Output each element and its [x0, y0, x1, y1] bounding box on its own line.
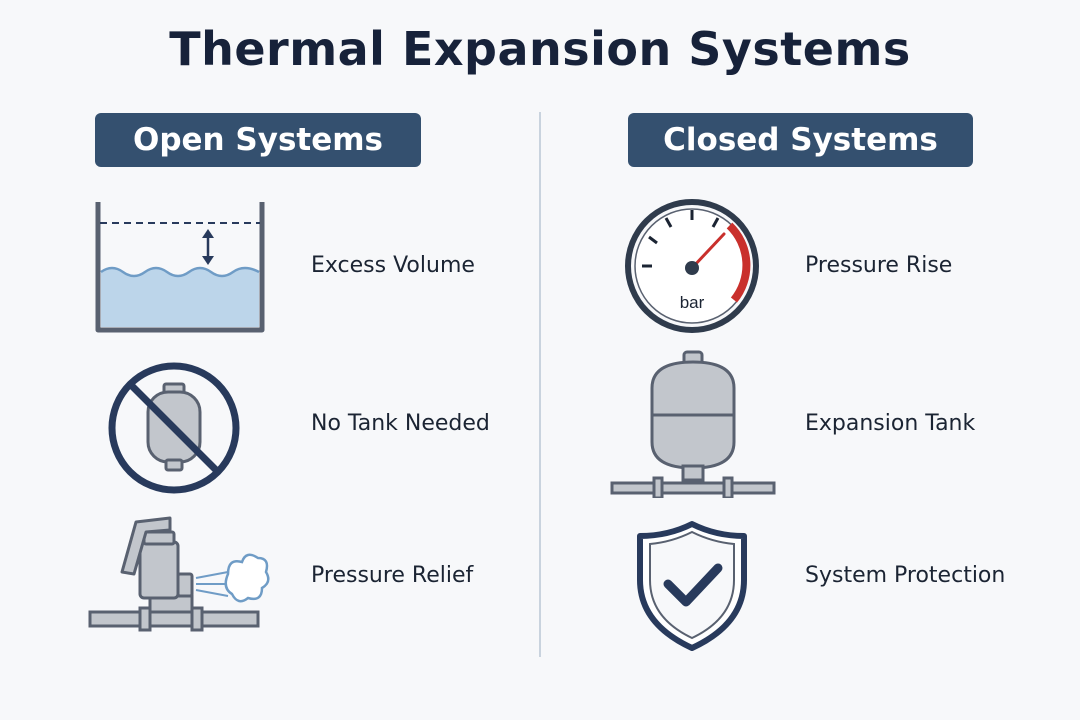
- closed-systems-heading: Closed Systems: [663, 122, 938, 158]
- page-title: Thermal Expansion Systems: [169, 22, 911, 76]
- system-protection-label: System Protection: [805, 563, 1006, 588]
- closed-systems-header: Closed Systems: [628, 113, 973, 167]
- open-systems-header: Open Systems: [95, 113, 421, 167]
- expansion-tank-icon: [610, 350, 776, 498]
- expansion-tank-label: Expansion Tank: [805, 411, 976, 436]
- pressure-relief-label: Pressure Relief: [311, 563, 474, 588]
- water-tank-icon: [95, 202, 265, 333]
- gauge-unit-text: bar: [680, 293, 705, 312]
- relief-valve-icon: [88, 516, 270, 632]
- pressure-rise-label: Pressure Rise: [805, 253, 953, 278]
- column-divider: [539, 112, 541, 657]
- no-tank-needed-label: No Tank Needed: [311, 411, 490, 436]
- open-systems-heading: Open Systems: [132, 122, 383, 158]
- no-tank-icon: [108, 362, 240, 494]
- excess-volume-label: Excess Volume: [311, 253, 475, 278]
- shield-check-icon: [637, 521, 747, 651]
- pressure-gauge-icon: bar: [625, 199, 759, 333]
